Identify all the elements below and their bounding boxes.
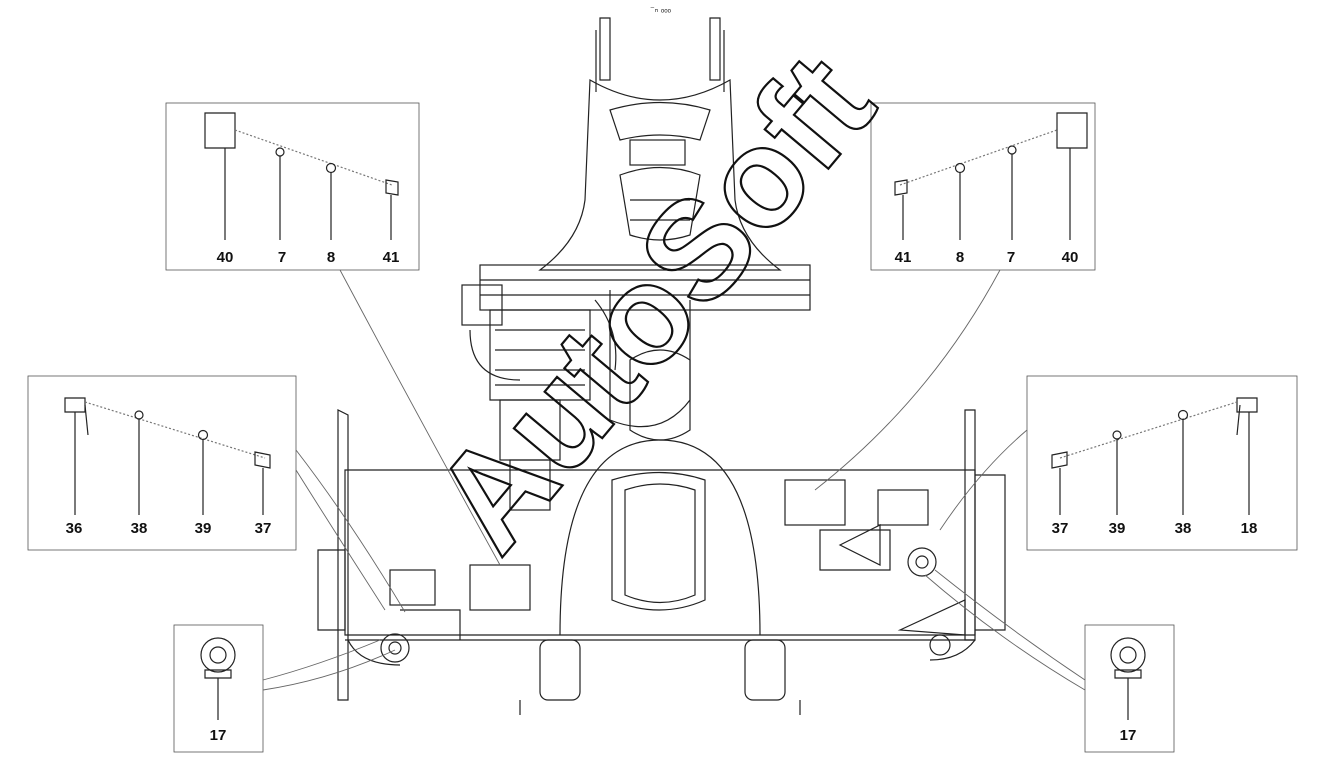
washer-icon: [197, 429, 209, 441]
callout-label: 41: [895, 249, 912, 266]
screw-icon: [385, 179, 399, 196]
callout-label: 39: [195, 520, 212, 537]
fitting-icon: [64, 397, 86, 413]
callout-box-mid-left: [27, 375, 406, 613]
callout-label: 17: [210, 727, 227, 744]
callout-box-top-right: [814, 102, 1096, 491]
callout-label: 7: [278, 249, 286, 266]
washer-icon: [1177, 409, 1189, 421]
callout-label: 37: [255, 520, 272, 537]
washer-icon: [1007, 145, 1017, 155]
screw-icon: [894, 179, 908, 196]
callout-label: 39: [1109, 520, 1126, 537]
callout-label: 8: [327, 249, 335, 266]
callout-label: 38: [131, 520, 148, 537]
screw-icon: [254, 451, 271, 469]
washer-icon: [134, 410, 144, 420]
callout-label: 40: [217, 249, 234, 266]
callout-label: 7: [1007, 249, 1015, 266]
washer-icon: [325, 162, 337, 174]
washer-icon: [954, 162, 966, 174]
watermark: AutoSoft: [403, 26, 903, 580]
callout-label: 38: [1175, 520, 1192, 537]
top-marking: ⁻ₙ ₒₒₒ: [650, 4, 672, 14]
callout-box-bottom-left: [173, 624, 396, 753]
cover-plate-icon: [204, 112, 236, 149]
motor-hub-icon: [1110, 637, 1146, 673]
callout-box-bottom-right: [924, 569, 1175, 753]
callout-label: 37: [1052, 520, 1069, 537]
callout-label: 36: [66, 520, 83, 537]
motor-hub-icon: [200, 637, 236, 673]
washer-icon: [275, 147, 285, 157]
fitting-icon: [1236, 397, 1258, 413]
callout-label: 17: [1120, 727, 1137, 744]
callout-label: 41: [383, 249, 400, 266]
machine-assembly: [317, 17, 1006, 715]
callout-label: 8: [956, 249, 964, 266]
callout-label: 18: [1241, 520, 1258, 537]
washer-icon: [1112, 430, 1122, 440]
cover-plate-icon: [1056, 112, 1088, 149]
callout-box-top-left: [165, 102, 501, 566]
callout-box-mid-right: [939, 375, 1298, 551]
screw-icon: [1051, 451, 1068, 469]
callout-label: 40: [1062, 249, 1079, 266]
